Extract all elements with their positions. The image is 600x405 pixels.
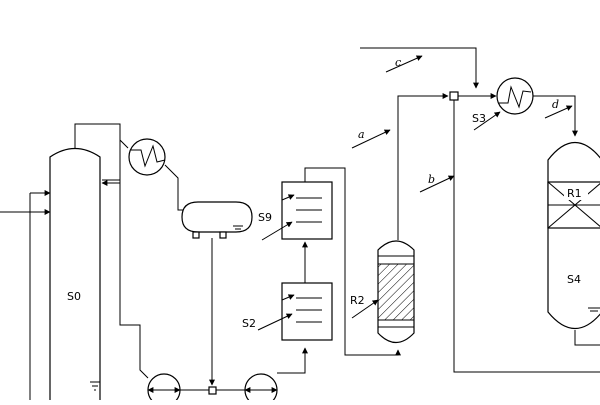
label-stream-a: a [358, 128, 365, 141]
column-s0: S0 [49, 147, 101, 400]
condenser-to-drum-line [164, 164, 183, 211]
condenser-icon [128, 138, 166, 176]
stream-c: c [385, 55, 423, 73]
stream-a: a [351, 128, 391, 149]
unit-s2: S2 [242, 270, 333, 341]
reflux-drum [181, 201, 253, 239]
label-s2: S2 [242, 317, 256, 330]
label-r1: R1 [567, 187, 582, 200]
vessel-s4: R1 S4 [547, 142, 600, 329]
reactor-r2: R2 [350, 240, 415, 344]
feed-c-line [360, 47, 479, 89]
stream-b: b [419, 173, 455, 193]
label-stream-c: c [395, 56, 401, 69]
r2-outlet-line [397, 93, 449, 240]
recycle-line [453, 100, 600, 373]
unit-s9: S9 [258, 181, 333, 241]
label-r2: R2 [350, 294, 365, 307]
reflux-line [101, 124, 121, 186]
pump-to-s2-line [277, 347, 308, 374]
label-stream-d: d [552, 98, 559, 111]
heater-to-s4-line [533, 95, 578, 137]
pump-junction-valve [208, 386, 217, 395]
feed-lines [0, 190, 51, 400]
pump-left-icon [147, 373, 181, 405]
s4-bottom-line [574, 330, 600, 346]
label-s0: S0 [67, 290, 81, 303]
stream-d: d [544, 98, 573, 119]
label-s4: S4 [567, 273, 581, 286]
heater-s3-icon: S3 [472, 77, 534, 131]
pump-right-icon [244, 373, 278, 405]
label-stream-b: b [428, 173, 435, 186]
s9-to-r2-line [304, 167, 401, 356]
side-draw-line [102, 179, 149, 379]
label-s9: S9 [258, 211, 272, 224]
label-s3: S3 [472, 112, 486, 125]
mixing-valve [449, 91, 459, 101]
